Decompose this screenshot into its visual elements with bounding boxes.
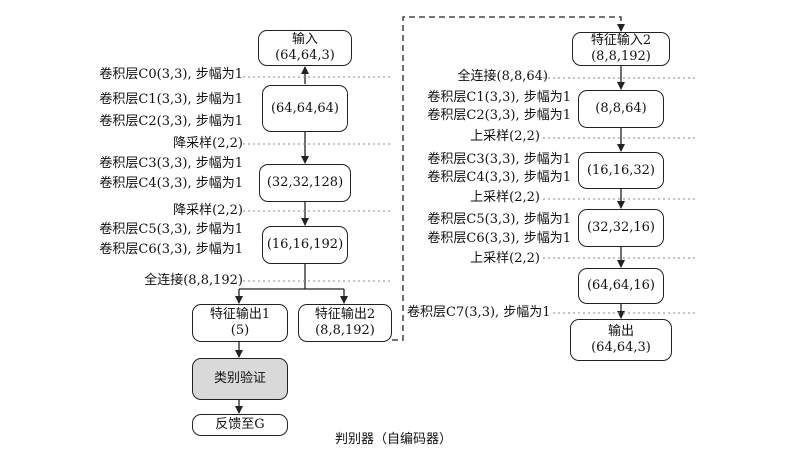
left-label-c2: 卷积层C2(3,3), 步幅为1 (99, 114, 243, 129)
left-input-shape: (64,64,3) (275, 48, 335, 63)
right-label-fc: 全连接(8,8,64) (457, 69, 549, 84)
feature-output-1: 特征输出1 (5) (192, 304, 288, 342)
left-label-c3: 卷积层C3(3,3), 步幅为1 (99, 156, 243, 171)
right-node-2-shape: (16,16,32) (586, 162, 656, 178)
right-node-2: (16,16,32) (578, 152, 664, 189)
right-input-shape: (8,8,192) (591, 49, 651, 64)
left-label-c5: 卷积层C5(3,3), 步幅为1 (99, 222, 243, 237)
diagram-caption: 判别器（自编码器） (335, 432, 453, 447)
feature-output-2: 特征输出2 (8,8,192) (298, 304, 392, 342)
left-node-3: (16,16,192) (262, 226, 348, 264)
right-node-4-shape: (64,64,16) (586, 278, 656, 293)
right-output-title: 输出 (607, 324, 634, 339)
left-node-2-shape: (32,32,128) (266, 175, 344, 190)
right-node-3-shape: (32,32,16) (586, 220, 656, 235)
classification-label: 类别验证 (213, 371, 266, 386)
right-output-shape: (64,64,3) (591, 340, 651, 355)
left-label-c0: 卷积层C0(3,3), 步幅为1 (99, 67, 243, 82)
right-label-c3: 卷积层C3(3,3), 步幅为1 (427, 152, 571, 167)
right-label-up1: 上采样(2,2) (470, 129, 540, 144)
classification-node: 类别验证 (192, 358, 288, 400)
right-input-node: 特征输入2 (8,8,192) (572, 32, 670, 66)
left-label-c4: 卷积层C4(3,3), 步幅为1 (99, 176, 243, 191)
feature-output-2-shape: (8,8,192) (315, 323, 375, 338)
right-label-c7: 卷积层C7(3,3), 步幅为1 (407, 305, 551, 320)
dashed-link (392, 16, 625, 341)
right-input-title: 特征输入2 (590, 33, 652, 48)
left-label-c6: 卷积层C6(3,3), 步幅为1 (99, 242, 243, 257)
left-node-1: (64,64,64) (262, 85, 348, 132)
right-label-c4: 卷积层C4(3,3), 步幅为1 (427, 170, 571, 185)
left-input-node: 输入 (64,64,3) (258, 30, 352, 66)
left-label-c1: 卷积层C1(3,3), 步幅为1 (99, 92, 243, 107)
right-node-1: (8,8,64) (578, 90, 664, 128)
feature-output-2-title: 特征输出2 (314, 307, 376, 322)
left-node-3-shape: (16,16,192) (266, 237, 344, 252)
left-label-down2: 降采样(2,2) (173, 203, 243, 218)
right-node-4: (64,64,16) (578, 268, 664, 304)
right-node-1-shape: (8,8,64) (595, 101, 647, 116)
right-output-node: 输出 (64,64,3) (570, 319, 672, 361)
feature-output-1-shape: (5) (230, 323, 250, 338)
right-label-c1: 卷积层C1(3,3), 步幅为1 (427, 90, 571, 105)
layer-guides (243, 76, 695, 314)
right-label-c5: 卷积层C5(3,3), 步幅为1 (427, 212, 571, 227)
left-node-2: (32,32,128) (259, 164, 351, 202)
left-label-fc: 全连接(8,8,192) (144, 273, 243, 288)
right-label-up3: 上采样(2,2) (470, 251, 540, 266)
left-input-title: 输入 (291, 32, 318, 47)
feedback-label: 反馈至G (215, 417, 265, 432)
feature-output-1-title: 特征输出1 (209, 307, 271, 322)
left-label-down1: 降采样(2,2) (173, 136, 243, 151)
right-label-c2: 卷积层C2(3,3), 步幅为1 (427, 108, 571, 123)
right-node-3: (32,32,16) (578, 209, 664, 247)
feedback-node: 反馈至G (192, 414, 288, 436)
right-label-c6: 卷积层C6(3,3), 步幅为1 (427, 231, 571, 246)
left-node-1-shape: (64,64,64) (270, 100, 340, 116)
right-label-up2: 上采样(2,2) (470, 190, 540, 205)
arrows-left (235, 66, 348, 414)
